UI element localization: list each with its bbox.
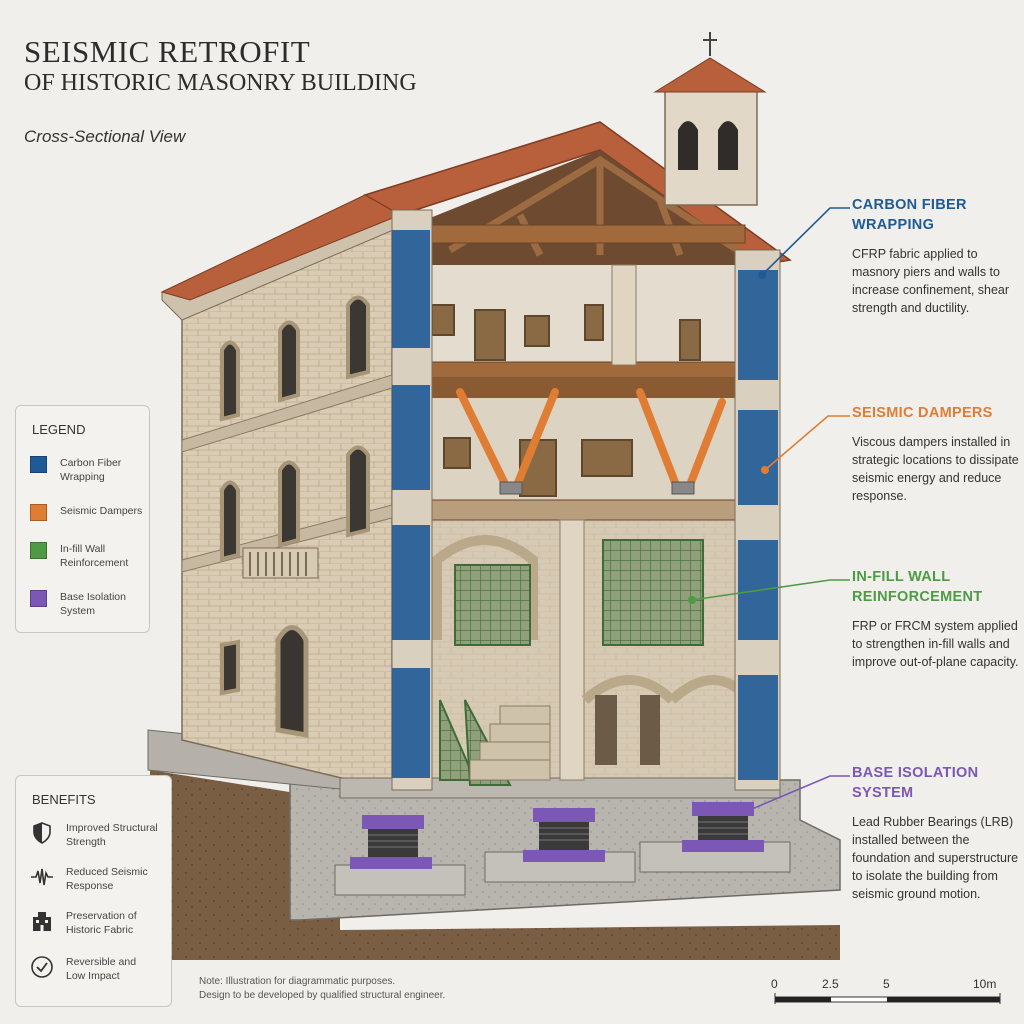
seismic-dampers xyxy=(456,388,726,494)
roof-beam xyxy=(424,224,746,244)
shield-icon xyxy=(33,822,51,844)
pier-left xyxy=(391,209,433,791)
slab xyxy=(429,361,751,379)
footing-1 xyxy=(334,864,466,896)
window xyxy=(220,340,240,422)
window xyxy=(278,460,300,548)
callout-title: SEISMIC DAMPERS xyxy=(852,405,993,421)
page-title: SEISMIC RETROFIT xyxy=(24,34,311,69)
benefit-label: Reversible and Low Impact xyxy=(66,956,137,982)
infill-wall xyxy=(454,564,531,646)
window xyxy=(346,445,370,538)
window xyxy=(278,320,300,403)
callout-dampers: SEISMIC DAMPERS Viscous dampers installe… xyxy=(852,403,1022,505)
interior-column xyxy=(559,519,585,781)
window xyxy=(220,480,240,562)
legend-swatch xyxy=(30,504,47,521)
footnote-line: Design to be developed by qualified stru… xyxy=(199,990,446,1001)
page-subtitle: Cross-Sectional View xyxy=(24,127,186,146)
callout-title: IN-FILL WALL REINFORCEMENT xyxy=(852,569,983,605)
legend-swatch xyxy=(30,590,47,607)
benefits-title: BENEFITS xyxy=(32,792,96,807)
leader-dampers xyxy=(764,415,850,471)
callout-isolation: BASE ISOLATION SYSTEM Lead Rubber Bearin… xyxy=(852,763,1022,903)
benefit-label: Preservation of Historic Fabric xyxy=(66,910,137,936)
waveform-icon xyxy=(31,868,53,886)
building-icon xyxy=(33,912,51,931)
slab xyxy=(430,378,750,398)
tower-roof xyxy=(653,57,767,93)
legend-swatch xyxy=(30,542,47,559)
callout-infill: IN-FILL WALL REINFORCEMENT FRP or FRCM s… xyxy=(852,567,1022,671)
legend-panel: LEGEND Carbon Fiber Wrapping Seismic Dam… xyxy=(15,405,150,633)
callout-description: Lead Rubber Bearings (LRB) installed bet… xyxy=(852,815,1019,901)
window xyxy=(220,639,240,696)
staircase xyxy=(469,705,551,781)
legend-label: Base Isolation System xyxy=(60,591,126,617)
check-circle-icon xyxy=(31,956,53,978)
arch xyxy=(432,535,538,640)
legend-label: Carbon Fiber Wrapping xyxy=(60,457,122,483)
callout-description: FRP or FRCM system applied to strengthen… xyxy=(852,619,1019,669)
page-title-line2: OF HISTORIC MASONRY BUILDING xyxy=(24,70,417,96)
callout-description: Viscous dampers installed in strategic l… xyxy=(852,435,1019,503)
front-door xyxy=(275,625,309,738)
footnote-line: Note: Illustration for diagrammatic purp… xyxy=(199,976,396,987)
pier-right xyxy=(734,249,781,791)
benefit-label: Reduced Seismic Response xyxy=(66,866,148,892)
base-isolators xyxy=(350,802,764,869)
interior-column xyxy=(611,264,637,366)
benefits-panel: BENEFITS Improved Structural Strength Re… xyxy=(15,775,172,1007)
infill-wall xyxy=(439,699,477,781)
legend-label: In-fill Wall Reinforcement xyxy=(60,543,129,569)
leader-infill xyxy=(691,579,850,601)
infill-wall xyxy=(602,539,704,646)
legend-swatch xyxy=(30,456,47,473)
leader-isolation xyxy=(744,775,850,813)
callout-title: CARBON FIBER WRAPPING xyxy=(852,197,967,233)
scale-tick-label: 5 xyxy=(883,977,890,991)
cross-icon xyxy=(703,32,717,56)
footnote: Note: Illustration for diagrammatic purp… xyxy=(199,975,445,1003)
window xyxy=(346,295,370,380)
legend-label: Seismic Dampers xyxy=(60,505,143,517)
callout-carbon-fiber: CARBON FIBER WRAPPING CFRP fabric applie… xyxy=(852,195,1022,317)
scale-tick-label: 0 xyxy=(771,977,778,991)
slab xyxy=(429,499,751,521)
leader-carbon-fiber xyxy=(761,207,850,276)
scale-bar xyxy=(774,993,1001,1004)
scale-tick-label: 2.5 xyxy=(822,977,839,991)
callout-title: BASE ISOLATION SYSTEM xyxy=(852,765,979,801)
benefit-label: Improved Structural Strength xyxy=(66,822,158,848)
scale-tick-label: 10m xyxy=(973,977,997,991)
legend-title: LEGEND xyxy=(32,422,86,437)
callout-description: CFRP fabric applied to masnory piers and… xyxy=(852,247,1010,315)
